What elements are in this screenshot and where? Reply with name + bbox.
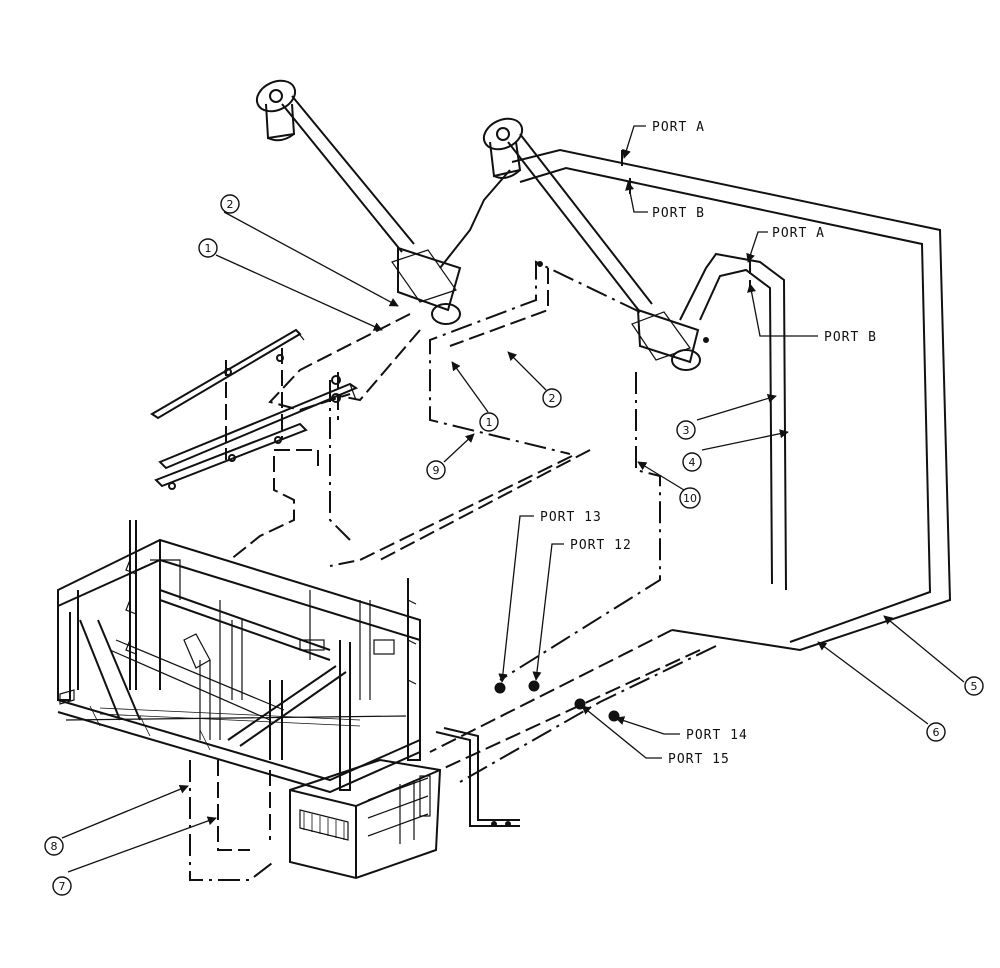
port-a-label-upper: PORT A	[652, 120, 705, 135]
dashed-hose-routes	[189, 150, 751, 881]
base-frame-assembly	[57, 520, 421, 794]
valve-block-enclosure	[289, 758, 442, 880]
svg-text:1: 1	[205, 242, 212, 255]
port-13-label: PORT 13	[540, 510, 602, 525]
outlet-pipes	[435, 727, 520, 827]
port-a-label-right: PORT A	[772, 226, 825, 241]
svg-text:4: 4	[689, 456, 696, 469]
svg-text:9: 9	[433, 464, 440, 477]
svg-text:8: 8	[51, 840, 58, 853]
port-b-label-right: PORT B	[824, 330, 877, 345]
port-14-label: PORT 14	[686, 728, 748, 743]
callout-1-upper: 1	[198, 238, 218, 258]
left-cylinder-arm	[255, 79, 462, 325]
svg-text:5: 5	[971, 680, 978, 693]
callout-4: 4	[682, 452, 702, 472]
callout-1-lower: 1	[479, 412, 499, 432]
port-fittings	[494, 261, 709, 722]
svg-text:6: 6	[933, 726, 940, 739]
svg-text:1: 1	[486, 416, 493, 429]
callout-2-upper: 2	[220, 194, 240, 214]
port-12-label: PORT 12	[570, 538, 632, 553]
svg-text:7: 7	[59, 880, 66, 893]
upper-frame-rails	[150, 328, 359, 490]
callout-3: 3	[676, 420, 696, 440]
svg-text:2: 2	[227, 198, 234, 211]
svg-text:10: 10	[683, 492, 697, 505]
callout-7: 7	[52, 876, 72, 896]
callout-5: 5	[964, 676, 984, 696]
svg-text:3: 3	[683, 424, 690, 437]
svg-text:2: 2	[549, 392, 556, 405]
callout-6: 6	[926, 722, 946, 742]
port-b-label-upper: PORT B	[652, 206, 705, 221]
right-cylinder-arm	[482, 117, 701, 371]
callout-2-lower: 2	[542, 388, 562, 408]
leader-lines	[61, 125, 965, 873]
upper-hose-pipes	[439, 148, 952, 652]
callout-8: 8	[44, 836, 64, 856]
callout-10: 10	[679, 487, 701, 509]
callout-9: 9	[426, 460, 446, 480]
port-15-label: PORT 15	[668, 752, 730, 767]
